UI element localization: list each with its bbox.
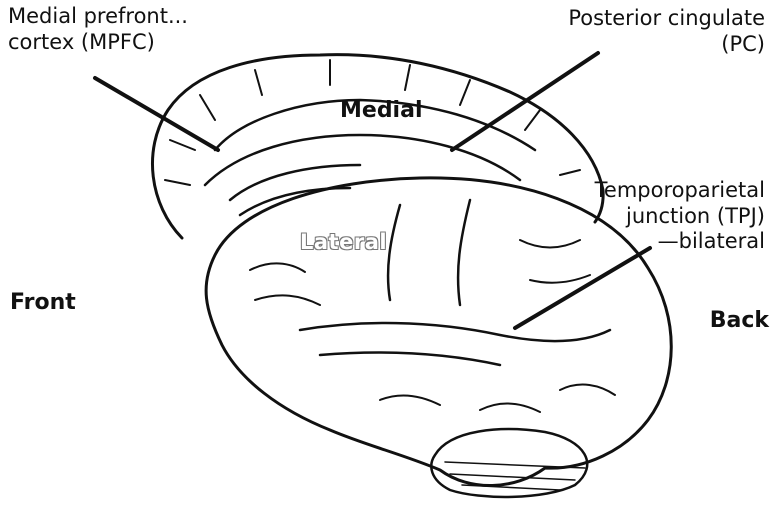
tpj-leader-line (515, 248, 650, 328)
mpfc-label-line2: cortex (MPFC) (8, 30, 188, 56)
medial-label: Medial (340, 98, 423, 125)
pc-label: Posterior cingulate (PC) (568, 6, 765, 57)
pc-label-line2: (PC) (568, 32, 765, 58)
pc-label-line1: Posterior cingulate (568, 6, 765, 32)
back-label: Back (710, 308, 769, 335)
front-label: Front (10, 290, 76, 317)
tpj-label-line3: —bilateral (595, 229, 765, 255)
tpj-label: Temporoparietal junction (TPJ) —bilatera… (595, 178, 765, 255)
pc-leader-line (452, 53, 598, 150)
mpfc-label: Medial prefront... cortex (MPFC) (8, 4, 188, 55)
medial-hemisphere-outline (152, 55, 603, 238)
tpj-label-line1: Temporoparietal (595, 178, 765, 204)
tpj-label-line2: junction (TPJ) (595, 204, 765, 230)
lateral-label: Lateral (300, 230, 387, 256)
mpfc-label-line1: Medial prefront... (8, 4, 188, 30)
